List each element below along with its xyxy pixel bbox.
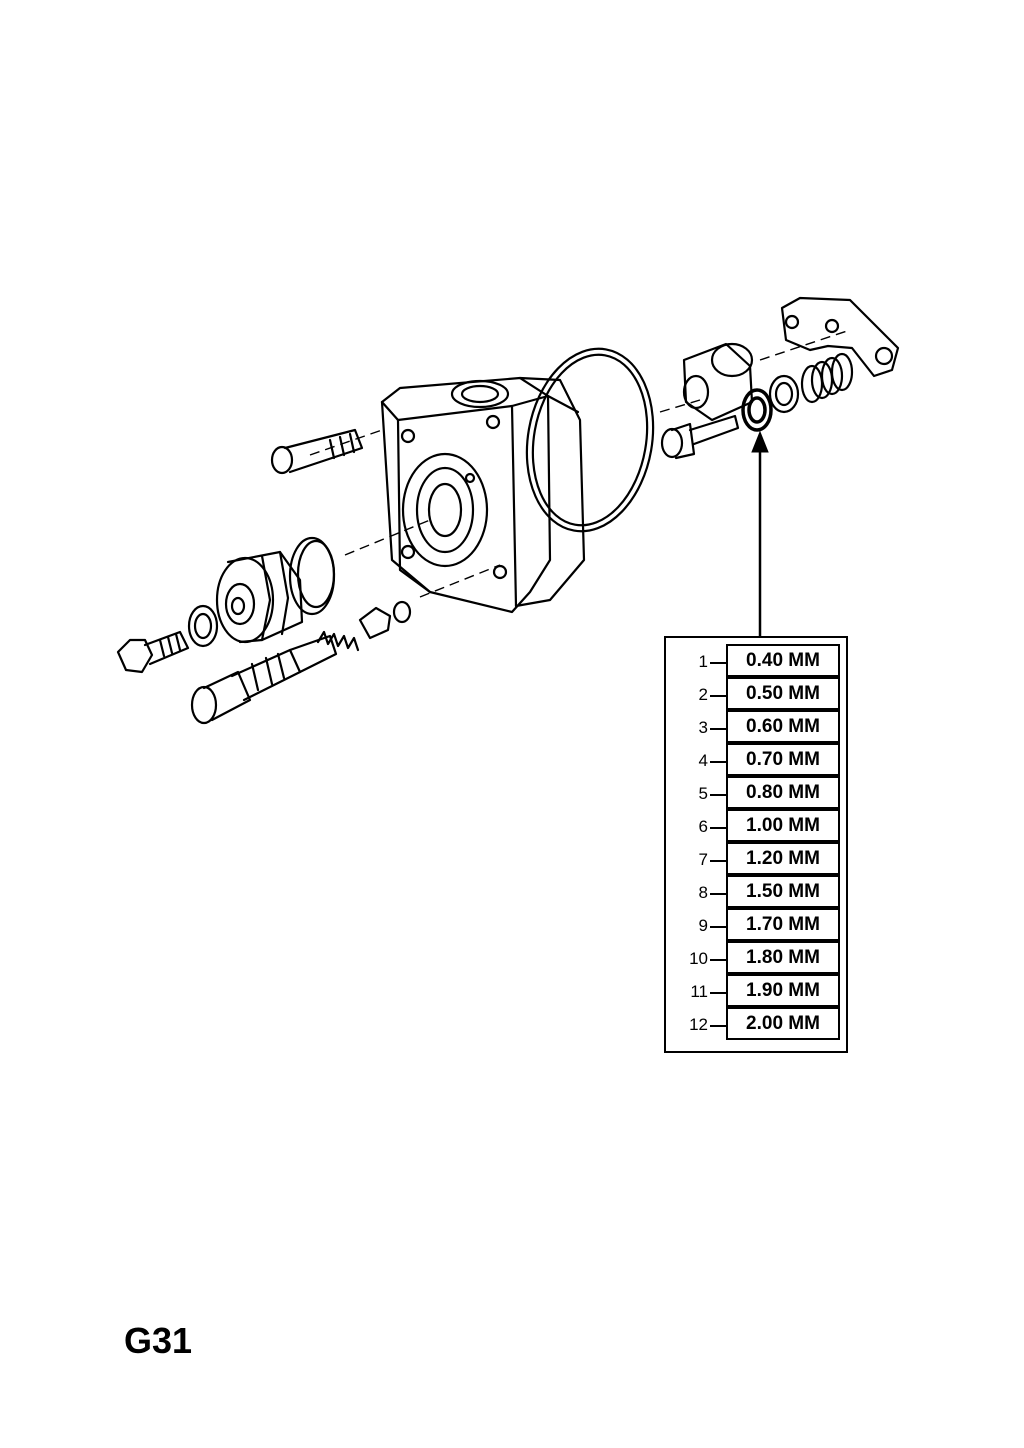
legend-item-value: 1.00 MM — [726, 809, 840, 842]
legend-item-value: 0.40 MM — [726, 644, 840, 677]
leader-tick — [710, 761, 726, 763]
leader-tick — [710, 662, 726, 664]
legend-row: 12 2.00 MM — [666, 1001, 850, 1040]
legend-item-number: 6 — [698, 817, 708, 836]
leader-tick — [710, 827, 726, 829]
legend-item-number: 9 — [698, 916, 708, 935]
legend-row: 8 1.50 MM — [666, 869, 850, 908]
legend-item-value: 1.90 MM — [726, 974, 840, 1007]
spring-small — [316, 630, 360, 652]
legend-row: 7 1.20 MM — [666, 836, 850, 875]
legend-item-number: 8 — [698, 883, 708, 902]
leader-tick — [710, 893, 726, 895]
leader-tick — [710, 959, 726, 961]
legend-item-number: 12 — [689, 1015, 708, 1034]
left-washer — [187, 604, 219, 648]
valve-fitting — [190, 634, 338, 725]
legend-row: 9 1.70 MM — [666, 902, 850, 941]
leader-tick — [710, 860, 726, 862]
leader-tick — [710, 695, 726, 697]
legend-item-value: 1.80 MM — [726, 941, 840, 974]
legend-item-value: 0.80 MM — [726, 776, 840, 809]
legend-row: 2 0.50 MM — [666, 671, 850, 710]
legend-row: 5 0.80 MM — [666, 770, 850, 809]
leader-tick — [710, 728, 726, 730]
legend-item-number: 3 — [698, 718, 708, 737]
legend-row: 6 1.00 MM — [666, 803, 850, 842]
legend-item-value: 1.50 MM — [726, 875, 840, 908]
top-screw — [270, 428, 364, 475]
legend-item-number: 5 — [698, 784, 708, 803]
legend-item-number: 7 — [698, 850, 708, 869]
pointer-arrow — [751, 430, 769, 636]
legend-row: 4 0.70 MM — [666, 737, 850, 776]
legend-item-number: 10 — [689, 949, 708, 968]
leader-tick — [710, 926, 726, 928]
legend-row: 1 0.40 MM — [666, 638, 850, 677]
legend-item-value: 0.70 MM — [726, 743, 840, 776]
legend-item-number: 4 — [698, 751, 708, 770]
legend-item-number: 11 — [690, 982, 708, 1001]
pump-housing — [380, 376, 586, 614]
legend-item-value: 2.00 MM — [726, 1007, 840, 1040]
legend-row: 3 0.60 MM — [666, 704, 850, 743]
front-cover — [215, 536, 336, 644]
large-o-ring — [525, 347, 655, 533]
legend-row: 10 1.80 MM — [666, 935, 850, 974]
legend-item-number: 2 — [698, 685, 708, 704]
page-code: G31 — [124, 1320, 193, 1361]
piston-pin — [660, 414, 740, 460]
leader-tick — [710, 794, 726, 796]
legend-item-number: 1 — [698, 652, 708, 671]
legend-row: 11 1.90 MM — [666, 968, 850, 1007]
hex-bolt — [116, 630, 190, 674]
legend-item-value: 0.50 MM — [726, 677, 840, 710]
leader-tick — [710, 1025, 726, 1027]
shim-thickness-legend: 1 0.40 MM 2 0.50 MM 3 0.60 MM 4 0.70 MM 5 0.80 MM… — [664, 636, 848, 1053]
legend-item-value: 0.60 MM — [726, 710, 840, 743]
legend-item-value: 1.70 MM — [726, 908, 840, 941]
shim-ring-highlighted — [741, 388, 773, 432]
small-plug — [358, 600, 412, 640]
leader-tick — [710, 992, 726, 994]
washer-right — [768, 374, 800, 414]
legend-item-value: 1.20 MM — [726, 842, 840, 875]
spring-large — [800, 352, 854, 404]
lever-bracket — [780, 296, 900, 378]
